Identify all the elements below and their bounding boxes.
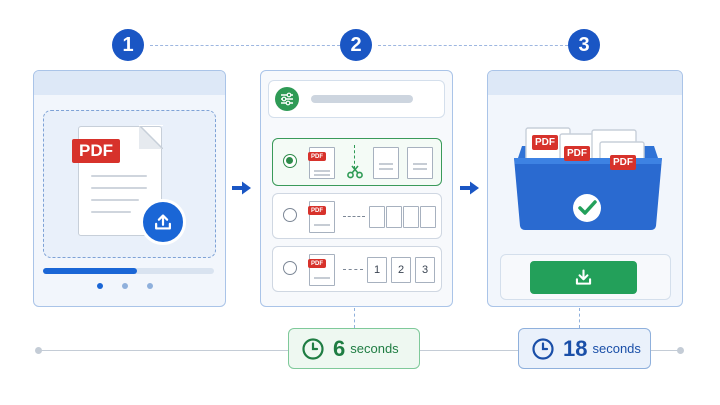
pagination-dot-1[interactable] (97, 283, 103, 289)
timer-total-unit: seconds (592, 341, 641, 356)
step-connector-1-2 (150, 45, 340, 46)
step-badge-1: 1 (112, 29, 144, 61)
split-option-1[interactable]: PDF (272, 138, 442, 186)
pagination-dot-2[interactable] (122, 283, 128, 289)
split-connector (343, 269, 363, 270)
file-box-illustration (514, 127, 662, 230)
check-icon (578, 200, 597, 215)
split-connector (343, 216, 365, 217)
pdf-label: PDF (72, 139, 120, 163)
upload-button[interactable] (140, 199, 186, 245)
step-connector-2-3 (378, 45, 568, 46)
output-page-2 (386, 206, 402, 228)
clock-icon (302, 337, 324, 360)
settings-placeholder-bar (311, 95, 413, 103)
step-badge-3: 3 (568, 29, 600, 61)
arrow-right-icon (232, 181, 251, 195)
timer-2-connector (579, 308, 580, 328)
radio-option-1[interactable] (283, 154, 297, 168)
timer-split-value: 6 (333, 335, 346, 361)
sliders-icon (275, 87, 299, 111)
result-panel-header (488, 71, 682, 95)
output-page-2: 2 (391, 257, 411, 283)
split-option-3[interactable]: PDF 1 2 3 (272, 246, 442, 292)
pdf-label-small: PDF (308, 259, 326, 268)
scissors-icon (347, 165, 363, 179)
split-option-2[interactable]: PDF (272, 193, 442, 239)
radio-option-2[interactable] (283, 208, 297, 222)
settings-bar[interactable] (268, 80, 445, 118)
output-page-1: 1 (367, 257, 387, 283)
result-pdf-label-3: PDF (610, 155, 636, 170)
clock-icon (532, 337, 554, 360)
pdf-label-small: PDF (308, 206, 326, 215)
timeline-end-dot (677, 347, 684, 354)
pagination-dot-3[interactable] (147, 283, 153, 289)
upload-icon (155, 214, 171, 230)
timer-total: 18 seconds (518, 328, 651, 369)
timer-split: 6 seconds (288, 328, 420, 369)
radio-option-3[interactable] (283, 261, 297, 275)
upload-progress-fill (43, 268, 138, 274)
timer-split-unit: seconds (350, 341, 399, 356)
download-button[interactable] (530, 261, 637, 294)
timeline-start-dot (35, 347, 42, 354)
output-page-3 (403, 206, 419, 228)
upload-progress-bar (43, 268, 214, 274)
download-icon (575, 269, 592, 285)
result-pdf-label-1: PDF (532, 135, 558, 150)
output-page-4 (420, 206, 436, 228)
output-page-1 (369, 206, 385, 228)
arrow-right-icon (460, 181, 479, 195)
timer-1-connector (354, 308, 355, 328)
result-pdf-label-2: PDF (564, 146, 590, 161)
output-page-3: 3 (415, 257, 435, 283)
upload-panel-header (34, 71, 225, 95)
pdf-label-small: PDF (308, 152, 326, 161)
step-badge-2: 2 (340, 29, 372, 61)
timer-total-value: 18 (563, 335, 588, 361)
